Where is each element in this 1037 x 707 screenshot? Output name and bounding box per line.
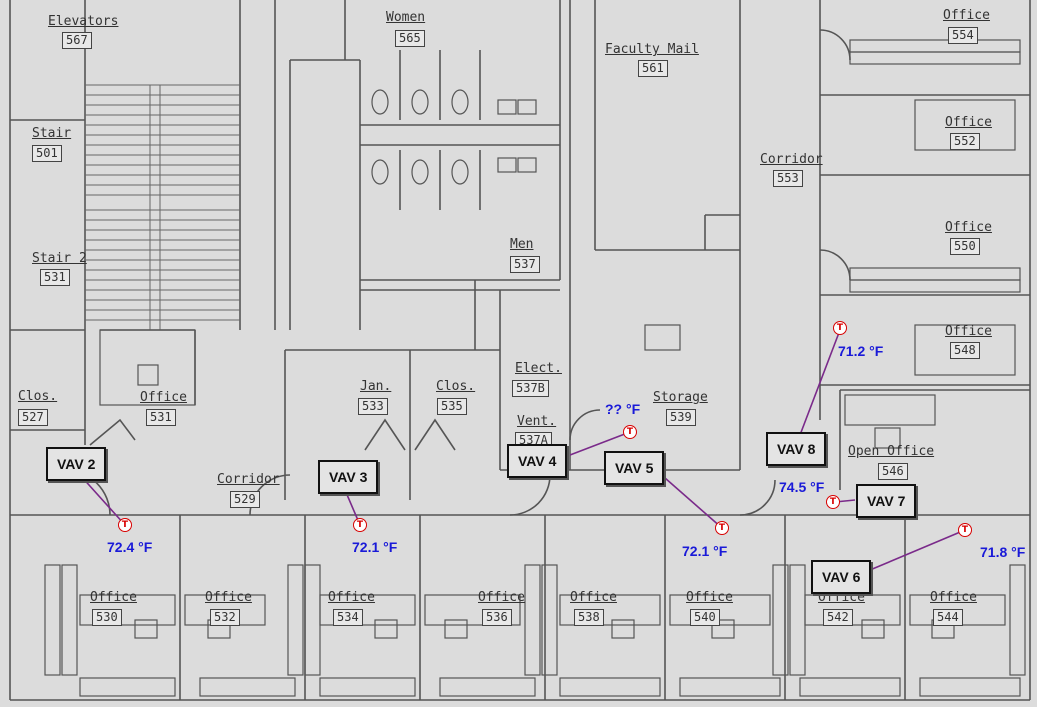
room-corridor-529-number: 529 xyxy=(230,491,260,508)
room-open-office-number: 546 xyxy=(878,463,908,480)
wall-lines xyxy=(9,0,1031,701)
room-elevators-label: Elevators xyxy=(48,14,119,29)
room-women-number: 565 xyxy=(395,30,425,47)
room-office-544-label: Office xyxy=(930,590,977,605)
room-women-label: Women xyxy=(386,10,426,25)
room-office-536-number: 536 xyxy=(482,609,512,626)
room-office-542-number: 542 xyxy=(823,609,853,626)
room-office-550-number: 550 xyxy=(950,238,980,255)
thermostat-vav-7-icon[interactable]: T xyxy=(826,495,840,509)
vav-3-box[interactable]: VAV 3 xyxy=(318,460,379,494)
thermostat-vav-4-icon[interactable]: T xyxy=(623,425,637,439)
room-elevators-number: 567 xyxy=(62,32,92,49)
room-office-534-label: Office xyxy=(328,590,375,605)
thermostat-vav-8-icon[interactable]: T xyxy=(833,321,847,335)
vav-link-lines xyxy=(79,329,966,571)
room-corridor-553-label: Corridor xyxy=(760,152,823,167)
room-office-530-label: Office xyxy=(90,590,137,605)
vav-3-temperature: 72.1 °F xyxy=(352,539,398,555)
furniture-outlines xyxy=(44,39,1026,697)
room-stair-501-label: Stair xyxy=(32,126,72,141)
room-stair-531-number: 531 xyxy=(40,269,70,286)
room-elect-label: Elect. xyxy=(515,361,562,376)
room-clos-535-label: Clos. xyxy=(436,379,476,394)
vav-5-link xyxy=(664,477,723,529)
vav-4-box[interactable]: VAV 4 xyxy=(507,444,568,478)
room-office-552-number: 552 xyxy=(950,133,980,150)
vav-4-link xyxy=(569,431,631,456)
room-corridor-529-label: Corridor xyxy=(217,472,280,487)
vav-6-box[interactable]: VAV 6 xyxy=(811,560,872,594)
room-office-554-number: 554 xyxy=(948,27,978,44)
vav-2-temperature: 72.4 °F xyxy=(107,539,153,555)
room-elect-number: 537B xyxy=(512,380,549,397)
room-open-office-label: Open Office xyxy=(848,444,935,459)
vav-2-link xyxy=(79,474,126,526)
room-corridor-553-number: 553 xyxy=(773,170,803,187)
vav-7-temperature: 74.5 °F xyxy=(779,479,825,495)
room-office-540-label: Office xyxy=(686,590,733,605)
vav-4-temperature: ?? °F xyxy=(605,401,641,417)
room-jan-number: 533 xyxy=(358,398,388,415)
vav-6-link xyxy=(869,529,966,571)
vav-5-temperature: 72.1 °F xyxy=(682,543,728,559)
room-office-540-number: 540 xyxy=(690,609,720,626)
room-office-531-number: 531 xyxy=(146,409,176,426)
room-men-number: 537 xyxy=(510,256,540,273)
room-vent-label: Vent. xyxy=(517,414,557,429)
vav-5-box[interactable]: VAV 5 xyxy=(604,451,665,485)
vav-7-box[interactable]: VAV 7 xyxy=(856,484,917,518)
room-clos-527-label: Clos. xyxy=(18,389,58,404)
room-office-544-number: 544 xyxy=(933,609,963,626)
vav-6-temperature: 71.8 °F xyxy=(980,544,1026,560)
room-office-538-number: 538 xyxy=(574,609,604,626)
vav-8-temperature: 71.2 °F xyxy=(838,343,884,359)
room-office-552-label: Office xyxy=(945,115,992,130)
room-clos-527-number: 527 xyxy=(18,409,48,426)
room-jan-label: Jan. xyxy=(360,379,392,394)
room-stair-531-label: Stair 2 xyxy=(32,251,87,266)
room-faculty-mail-number: 561 xyxy=(638,60,668,77)
room-office-548-label: Office xyxy=(945,324,992,339)
vav-8-link xyxy=(799,329,841,436)
room-office-530-number: 530 xyxy=(92,609,122,626)
room-office-550-label: Office xyxy=(945,220,992,235)
room-storage-label: Storage xyxy=(653,390,708,405)
room-office-532-label: Office xyxy=(205,590,252,605)
room-office-534-number: 534 xyxy=(333,609,363,626)
room-office-548-number: 548 xyxy=(950,342,980,359)
vav-2-box[interactable]: VAV 2 xyxy=(46,447,107,481)
thermostat-vav-3-icon[interactable]: T xyxy=(353,518,367,532)
thermostat-vav-6-icon[interactable]: T xyxy=(958,523,972,537)
room-office-531-label: Office xyxy=(140,390,187,405)
room-office-554-label: Office xyxy=(943,8,990,23)
room-office-532-number: 532 xyxy=(210,609,240,626)
vav-8-box[interactable]: VAV 8 xyxy=(766,432,827,466)
room-office-536-label: Office xyxy=(478,590,525,605)
thermostat-vav-2-icon[interactable]: T xyxy=(118,518,132,532)
stair-treads xyxy=(85,84,240,330)
room-office-538-label: Office xyxy=(570,590,617,605)
thermostat-vav-5-icon[interactable]: T xyxy=(715,521,729,535)
room-clos-535-number: 535 xyxy=(437,398,467,415)
room-faculty-mail-label: Faculty Mail xyxy=(605,42,699,57)
room-men-label: Men xyxy=(510,237,534,252)
room-stair-501-number: 501 xyxy=(32,145,62,162)
room-storage-number: 539 xyxy=(666,409,696,426)
